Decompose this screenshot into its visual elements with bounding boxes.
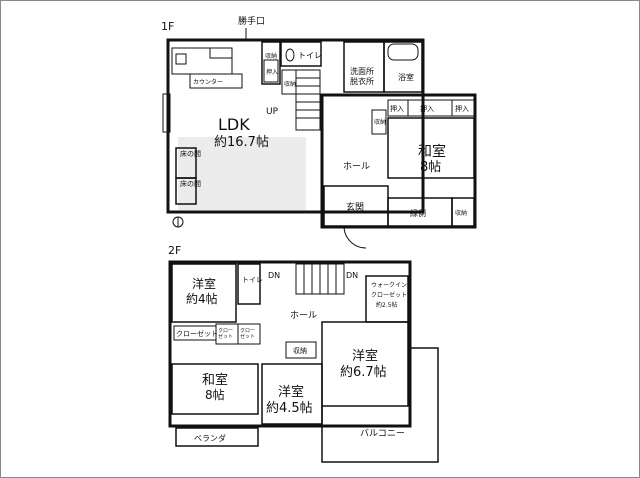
toilet-2f (237, 263, 261, 305)
walkin-label-2: クローゼット (371, 291, 407, 299)
storage-br (451, 197, 475, 227)
washroom-label-1: 洗面所 (350, 66, 374, 76)
toilet-1f (280, 41, 322, 67)
toilet-bowl-icon (285, 48, 295, 62)
oshiire-c (451, 99, 475, 117)
ldk-name: LDK (218, 115, 250, 134)
pantry-label: 収納 (265, 52, 277, 60)
pantry-box (261, 41, 281, 85)
balcony-label: バルコニー (360, 428, 405, 439)
oshiire-b-label: 押入 (420, 104, 434, 113)
japanese-room (387, 117, 475, 179)
washitsu-2f-size: 8帖 (205, 387, 225, 402)
walkin-label-3: 約2.5帖 (376, 301, 398, 309)
youshitsu-2-name: 洋室 (352, 348, 378, 364)
storage-2f (285, 341, 317, 359)
hall-storage-label: 収納 (374, 118, 386, 126)
washroom-label-2: 脱衣所 (350, 76, 374, 86)
toilet-1f-label: トイレ (298, 51, 322, 60)
hall-storage (371, 109, 387, 135)
kitchen-door-label: 勝手口 (238, 15, 265, 27)
japanese-room-size: 8帖 (420, 160, 441, 175)
japanese-room-name: 和室 (418, 143, 446, 160)
up-label: UP (266, 107, 279, 117)
ldk-size: 約16.7帖 (214, 135, 269, 150)
bathroom (383, 41, 423, 93)
floor-2: 2F 洋室 約4帖 トイレ DN DN ホール ウォークイン クローゼット 約2… (168, 244, 439, 463)
compass-icon (172, 216, 184, 228)
balcony-outline (321, 347, 439, 463)
youshitsu-3 (261, 363, 323, 425)
floor-1: 1F 勝手口 カウンター 収納 押入 トイレ 収納 (161, 15, 477, 249)
storage-top-label: 押入 (266, 68, 278, 76)
bath-label: 浴室 (398, 72, 414, 82)
storage-2f-label: 収納 (293, 346, 307, 355)
ldk-floor-tone (178, 137, 306, 210)
oshiire-c-label: 押入 (455, 104, 469, 113)
youshitsu-3-name: 洋室 (278, 384, 304, 400)
floor-1-outer-wall (166, 38, 425, 214)
toko-2-box (175, 177, 197, 205)
youshitsu-1-name: 洋室 (192, 276, 216, 291)
ldk-window (162, 93, 171, 133)
toko-1-label: 床の間 (180, 149, 201, 158)
floor-1-east-wing (320, 93, 477, 229)
dn-right-label: DN (346, 271, 358, 280)
storage-top-box (263, 59, 279, 83)
youshitsu-3-size: 約4.5帖 (266, 401, 313, 416)
genkan-door-swing (343, 225, 367, 249)
counter-label: カウンター (193, 78, 223, 86)
closet-b-label: クローゼット (218, 328, 233, 340)
bathtub (387, 43, 419, 61)
closet-c (237, 323, 261, 345)
oshiire-a-label: 押入 (390, 104, 404, 113)
counter-box (189, 73, 243, 89)
toilet-2f-label: トイレ (242, 276, 263, 284)
hall-2f-label: ホール (290, 310, 317, 321)
veranda-label: ベランダ (194, 433, 226, 443)
storage-br-label: 収納 (455, 209, 467, 217)
youshitsu-1 (171, 263, 237, 323)
stairs-2f (295, 263, 345, 295)
hall-1f-label: ホール (343, 161, 370, 172)
washitsu-2f-name: 和室 (202, 372, 228, 388)
floor-1-label: 1F (161, 20, 174, 33)
small-storage-label: 収納 (284, 80, 296, 88)
floor-2-outer-wall (168, 260, 412, 428)
stove (209, 47, 233, 59)
closet-2f-label: クローゼット (176, 329, 218, 338)
washitsu-2f (171, 363, 259, 415)
sink (175, 53, 187, 65)
youshitsu-2-size: 約6.7帖 (340, 365, 387, 380)
dn-left-label: DN (268, 271, 280, 280)
toko-2-label: 床の間 (180, 179, 201, 188)
closet-c-label: クローゼット (240, 328, 255, 340)
genkan-label: 玄関 (346, 201, 364, 213)
youshitsu-1-size: 約4帖 (186, 291, 218, 306)
floor-2-label: 2F (168, 244, 181, 257)
stairs-1f (295, 69, 321, 131)
engawa-label: 縁側 (410, 208, 426, 218)
veranda (175, 427, 259, 447)
walkin-label-1: ウォークイン (371, 281, 407, 289)
